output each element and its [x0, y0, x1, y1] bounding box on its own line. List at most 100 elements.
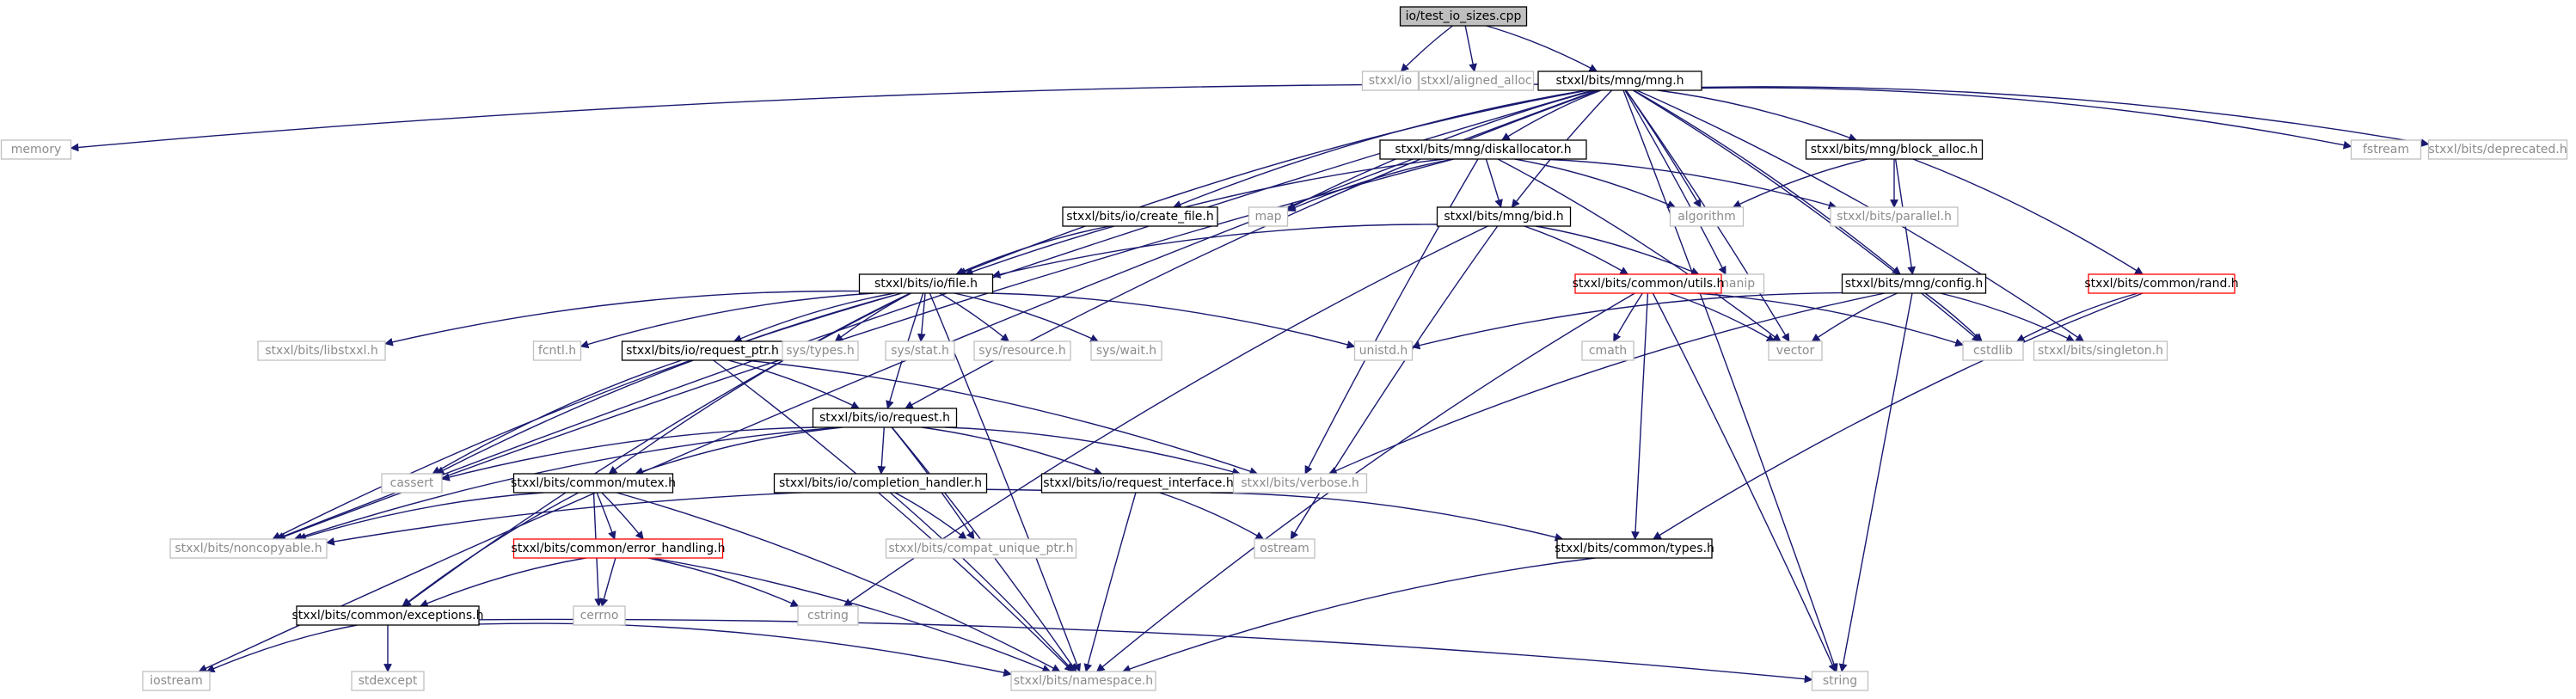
node-label: stxxl/bits/common/error_handling.h [512, 542, 726, 555]
node-box [1361, 71, 1420, 91]
node-box [1353, 340, 1414, 361]
node-box [2427, 139, 2568, 160]
node-label: unistd.h [1359, 344, 1408, 358]
node-label: cstring [807, 609, 849, 622]
edge-file-to-sysres [939, 292, 1009, 342]
edge-reqiface-to-ostream [1159, 492, 1265, 540]
node-namespace: stxxl/bits/namespace.h [1010, 671, 1156, 691]
node-completion[interactable]: stxxl/bits/io/completion_handler.h [773, 473, 988, 494]
node-mng[interactable]: stxxl/bits/mng/mng.h [1537, 71, 1702, 91]
node-createfile[interactable]: stxxl/bits/io/create_file.h [1062, 206, 1218, 227]
edge-reqiface-to-types [1210, 492, 1564, 542]
edge-reqptr-to-namespace [713, 359, 1074, 672]
node-types[interactable]: stxxl/bits/common/types.h [1555, 538, 1714, 559]
edge-diskalloc-to-parallel [1541, 158, 1837, 210]
edge-diskalloc-to-verbose [1304, 158, 1479, 475]
edge-diskalloc-to-bid [1485, 158, 1503, 208]
edge-exceptions-to-namespace [478, 622, 1012, 678]
node-file[interactable]: stxxl/bits/io/file.h [858, 273, 994, 294]
node-box [812, 408, 958, 428]
node-box [773, 473, 988, 494]
node-cmath: cmath [1581, 340, 1635, 361]
node-utils[interactable]: stxxl/bits/common/utils.h [1573, 273, 1725, 294]
node-noncopy: stxxl/bits/noncopyable.h [169, 538, 328, 559]
edge-config-to-vector [1811, 292, 1898, 342]
node-box [573, 605, 626, 626]
node-syswait: sys/wait.h [1090, 340, 1162, 361]
node-verbose: stxxl/bits/verbose.h [1232, 473, 1368, 494]
node-label: memory [11, 143, 62, 156]
edge-types-to-namespace [1121, 557, 1596, 673]
node-aligned: stxxl/aligned_alloc [1418, 71, 1535, 91]
node-box [512, 473, 674, 494]
edge-createfile-to-file [955, 225, 1111, 275]
node-rand[interactable]: stxxl/bits/common/rand.h [2084, 273, 2239, 294]
edge-exceptions-to-string [478, 618, 1813, 684]
node-label: sys/wait.h [1096, 344, 1156, 358]
node-algorithm: algorithm [1669, 206, 1745, 227]
node-label: stxxl/bits/io/completion_handler.h [779, 476, 982, 490]
node-blockalloc[interactable]: stxxl/bits/mng/block_alloc.h [1805, 139, 1984, 160]
edge-utils-to-types [1631, 292, 1649, 540]
node-request[interactable]: stxxl/bits/io/request.h [812, 408, 958, 428]
node-box [782, 340, 859, 361]
node-box [885, 538, 1077, 559]
node-box [1581, 340, 1635, 361]
edge-mng-to-singleton [1636, 89, 2085, 342]
node-fstream: fstream [2350, 139, 2422, 160]
edge-config-to-verbose [1328, 292, 1886, 475]
edge-diskalloc-to-algorithm [1514, 158, 1677, 209]
node-errhand[interactable]: stxxl/bits/common/error_handling.h [512, 538, 726, 559]
node-box [1805, 139, 1984, 160]
node-box [1669, 206, 1745, 227]
edge-bid-to-ostream [1290, 225, 1499, 540]
node-singleton: stxxl/bits/singleton.h [2033, 340, 2168, 361]
node-box [2088, 273, 2236, 294]
node-config[interactable]: stxxl/bits/mng/config.h [1841, 273, 1987, 294]
node-label: stxxl/bits/common/mutex.h [511, 476, 676, 490]
edge-root-to-mng [1486, 25, 1598, 72]
node-box [257, 340, 386, 361]
edge-errhand-to-exceptions [419, 557, 586, 608]
node-stdexcept: stdexcept [351, 671, 425, 691]
edge-mutex-to-exceptions [402, 492, 580, 607]
edge-diskalloc-to-file [964, 158, 1444, 276]
node-cstring: cstring [797, 605, 859, 626]
node-label: stxxl/bits/io/request.h [819, 411, 950, 425]
node-label: cmath [1589, 344, 1627, 358]
edge-exceptions-to-iostream [205, 624, 358, 673]
node-box [142, 671, 211, 691]
node-box [973, 340, 1071, 361]
node-mutex[interactable]: stxxl/bits/common/mutex.h [511, 473, 676, 494]
node-box [2033, 340, 2168, 361]
node-box [1399, 6, 1528, 27]
edge-root-to-io [1400, 25, 1453, 72]
node-box [351, 671, 425, 691]
edge-file-to-reqptr [733, 292, 895, 343]
node-box [296, 605, 480, 626]
node-label: stxxl/bits/mng/bid.h [1444, 210, 1563, 224]
node-label: io/test_io_sizes.cpp [1406, 9, 1522, 23]
node-label: ostream [1260, 542, 1309, 555]
node-bid[interactable]: stxxl/bits/mng/bid.h [1436, 206, 1572, 227]
node-sysstat: sys/stat.h [885, 340, 955, 361]
node-box [1574, 273, 1722, 294]
node-box [1062, 206, 1218, 227]
node-box [1010, 671, 1156, 691]
node-deprecated: stxxl/bits/deprecated.h [2427, 139, 2568, 160]
edge-mng-to-diskalloc [1501, 89, 1602, 141]
node-label: cstdlib [1973, 344, 2013, 358]
node-cerrno: cerrno [573, 605, 626, 626]
node-memory: memory [0, 139, 72, 160]
node-label: stxxl/io [1369, 74, 1412, 88]
node-exceptions[interactable]: stxxl/bits/common/exceptions.h [292, 605, 484, 626]
edge-mng-to-iomanip [1624, 89, 1727, 275]
node-box [1232, 473, 1368, 494]
node-diskalloc[interactable]: stxxl/bits/mng/diskallocator.h [1379, 139, 1587, 160]
edge-rand-to-cstdlib [2015, 292, 2138, 342]
node-reqptr[interactable]: stxxl/bits/io/request_ptr.h [621, 340, 784, 361]
edge-utils-to-string [1652, 292, 1837, 672]
node-root[interactable]: io/test_io_sizes.cpp [1399, 6, 1528, 27]
node-reqiface[interactable]: stxxl/bits/io/request_interface.h [1040, 473, 1236, 494]
